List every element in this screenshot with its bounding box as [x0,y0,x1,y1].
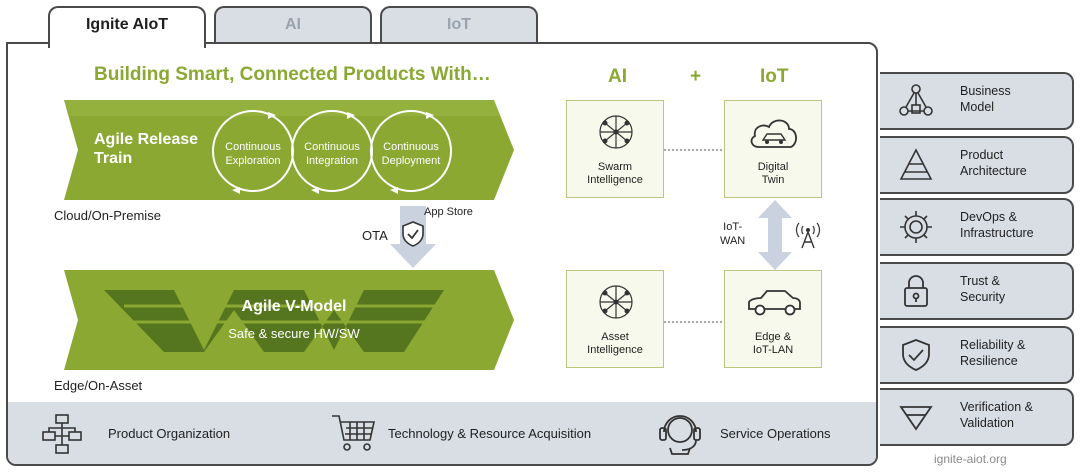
sidebar-label: Verification & Validation [960,399,1033,431]
cycle-line: Continuous [383,141,439,153]
edge-label: Edge/On-Asset [54,378,143,393]
dashed-connector [664,321,724,323]
tab-label: Ignite AIoT [85,16,169,33]
sidebar-label-line: Architecture [960,164,1027,178]
cycle-exploration: Continuous Exploration [213,140,293,168]
sidebar-label-line: Infrastructure [960,226,1034,240]
product-organization-label: Product Organization [108,426,231,441]
vmodel-title: Agile V-Model [241,298,347,315]
neural-network-icon [599,115,633,149]
tab-ignite-aiot[interactable]: Ignite AIoT [48,6,206,48]
release-train-title-line: Agile Release [94,131,199,148]
release-train-title-line: Train [94,150,133,167]
sidebar-label-line: Verification & [960,400,1033,414]
sidebar-item-reliability[interactable]: Reliability & Resilience [880,326,1074,384]
sidebar-item-trust-security[interactable]: Trust & Security [880,262,1074,320]
org-chart-icon [42,414,82,454]
ai-heading: AI [608,66,627,87]
release-train-title: Agile Release Train [94,130,198,168]
main-panel: Building Smart, Connected Products With…… [6,42,878,466]
sidebar-label-line: Validation [960,416,1014,430]
sidebar-label-line: Trust & [960,274,1000,288]
car-icon [748,290,801,316]
headset-icon [659,415,701,455]
sidebar-label: Trust & Security [960,273,1005,305]
sidebar-label-line: Resilience [960,354,1018,368]
funnel-icon [899,406,933,431]
footer-url: ignite-aiot.org [934,452,1007,466]
lock-icon [904,275,928,307]
cloud-car-icon [750,119,797,148]
box-label-line: Twin [761,174,785,186]
sidebar-label-line: Security [960,290,1006,304]
iot-wan-line: WAN [720,235,746,247]
sidebar-item-devops[interactable]: DevOps & Infrastructure [880,198,1074,256]
neural-network-icon [599,285,633,319]
box-label-line: Edge & [754,331,792,343]
dashed-connector [664,149,724,151]
ota-label: OTA [362,228,388,243]
sidebar-label-line: Product [960,148,1004,162]
box-label-line: IoT-LAN [752,344,794,356]
release-train-banner [64,100,514,200]
sidebar-label: DevOps & Infrastructure [960,209,1034,241]
iot-wan-line: IoT- [723,221,743,233]
app-store-label: App Store [424,206,473,218]
cycle-deployment: Continuous Deployment [371,140,451,168]
cycle-line: Continuous [304,141,360,153]
iot-wan-label: IoT- WAN [720,220,745,248]
tab-label: AI [285,16,301,33]
main-title: Building Smart, Connected Products With… [94,64,491,85]
network-icon [899,84,933,116]
sidebar-label-line: Business [960,84,1011,98]
antenna-icon [795,222,821,249]
cycle-line: Integration [306,155,358,167]
vmodel-subtitle: Safe & secure HW/SW [228,326,360,341]
sidebar-label-line: DevOps & [960,210,1017,224]
shield-check-icon [402,221,424,247]
shopping-cart-icon [332,415,375,451]
sidebar-item-verification[interactable]: Verification & Validation [880,388,1074,446]
edge-iot-lan-box: Edge &IoT-LAN [724,270,822,368]
box-label-line: Intelligence [587,344,643,356]
technology-acquisition-label: Technology & Resource Acquisition [388,426,592,441]
shield-check-icon [902,339,930,371]
box-label-line: Intelligence [587,174,643,186]
service-operations-label: Service Operations [720,426,831,441]
tab-ai[interactable]: AI [214,6,372,46]
box-label-line: Swarm [597,161,633,173]
sidebar-label: Reliability & Resilience [960,337,1025,369]
sidebar-label-line: Reliability & [960,338,1026,352]
box-label-line: Asset [601,331,629,343]
pyramid-icon [899,148,933,180]
tab-label: IoT [447,16,471,33]
gear-icon [900,211,932,243]
iot-heading: IoT [760,66,789,87]
cycle-line: Continuous [225,141,281,153]
cycle-line: Exploration [225,155,281,167]
sidebar-label-line: Model [960,100,995,114]
cycle-integration: Continuous Integration [292,140,372,168]
box-label: Edge &IoT-LAN [725,331,821,357]
bottom-bar: Product Organization Technology & Resour… [8,402,876,464]
vmodel-banner [64,270,514,370]
box-label-line: Digital [757,161,789,173]
cloud-label: Cloud/On-Premise [54,208,161,223]
cycle-line: Deployment [381,155,441,167]
plus-sign: + [690,66,702,87]
tab-iot[interactable]: IoT [380,6,538,46]
continuous-cycles [212,110,452,194]
iot-wan-arrow [758,200,792,270]
